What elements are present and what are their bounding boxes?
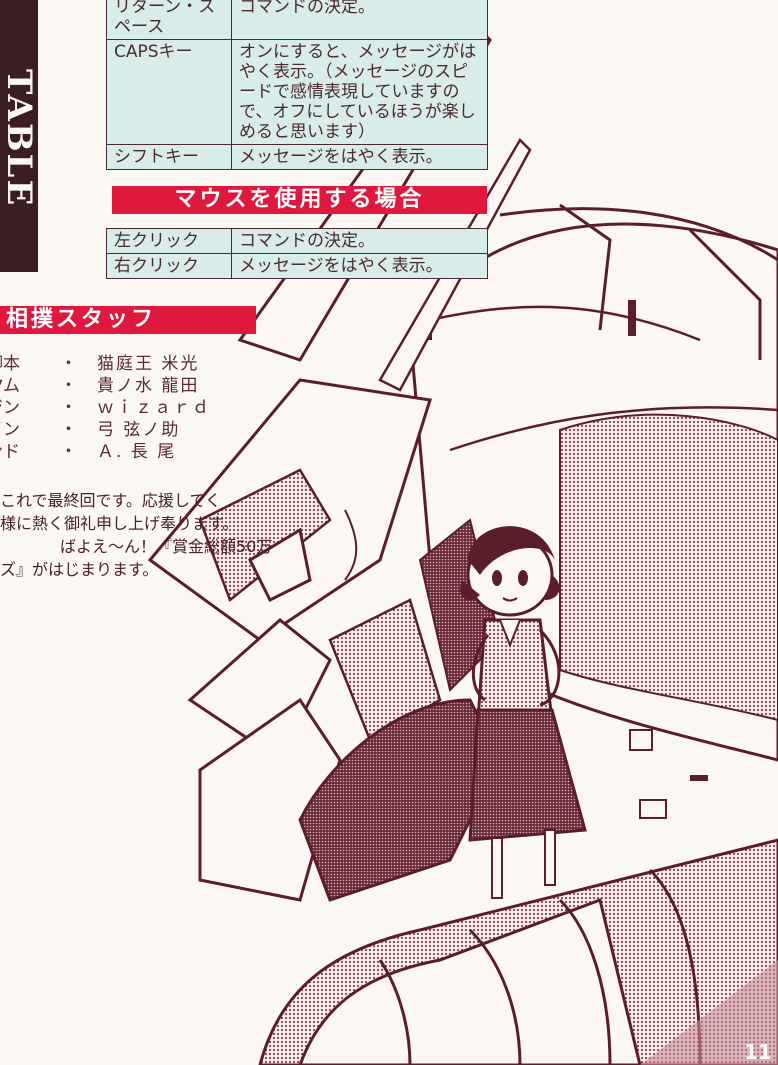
desc-cell: オンにすると、メッセージがはやく表示。（メッセージのスピードで感情表現しています… (231, 39, 488, 145)
staff-role: プログラミング・エンジン (0, 398, 20, 418)
staff-name: 弓 弦ノ助 (97, 420, 181, 440)
table-row: 右クリック メッセージをはやく表示。 (106, 253, 488, 279)
staff-role: グラフィックム (0, 376, 20, 396)
girl-figure (460, 526, 587, 899)
message-line: 様に熱く御礼申し上げ奉ります。 (0, 514, 239, 533)
staff-section-banner: 相撲スタッフ (0, 306, 256, 334)
separator-dot: ・ (60, 398, 77, 418)
key-cell: 左クリック (106, 228, 232, 254)
desc-cell: メッセージをはやく表示。 (231, 253, 488, 279)
key-cell: シフトキー (106, 144, 232, 170)
table-row: リターン・スペース コマンドの決定。 (106, 0, 488, 40)
message-line: これで最終回です。応援してく (0, 491, 221, 510)
message-line: ズ』がはじまります。 (0, 560, 159, 579)
staff-role: サウンド (0, 442, 20, 462)
staff-name: 猫庭王 米光 (97, 354, 200, 374)
side-title-bar: TABLE (0, 0, 39, 272)
separator-dot: ・ (60, 442, 77, 462)
staff-role: デザイン (0, 420, 20, 440)
desc-cell: コマンドの決定。 (231, 228, 488, 254)
separator-dot: ・ (60, 354, 77, 374)
message-line: ばよえ～ん！『賞金総額50万 (60, 537, 273, 556)
table-row: CAPSキー オンにすると、メッセージがはやく表示。（メッセージのスピードで感情… (106, 39, 488, 145)
key-cell: 右クリック (106, 253, 232, 279)
staff-role: 脚本 (0, 354, 20, 374)
closing-message: これで最終回です。応援してく 様に熱く御礼申し上げ奉ります。 ばよえ～ん！『賞金… (0, 489, 272, 581)
separator-dot: ・ (60, 420, 77, 440)
staff-name: ｗｉｚａｒｄ (97, 398, 211, 418)
staff-name: 貴ノ水 龍田 (97, 376, 200, 396)
key-cell: CAPSキー (106, 39, 232, 145)
key-cell: リターン・スペース (106, 0, 232, 40)
mouse-controls-table: 左クリック コマンドの決定。 右クリック メッセージをはやく表示。 (106, 228, 488, 279)
desc-cell: コマンドの決定。 (231, 0, 488, 40)
staff-name: Ａ. 長 尾 (97, 442, 177, 462)
mouse-section-banner: マウスを使用する場合 (112, 186, 487, 214)
table-row: 左クリック コマンドの決定。 (106, 228, 488, 254)
table-row: シフトキー メッセージをはやく表示。 (106, 144, 488, 170)
keyboard-controls-table: リターン・スペース コマンドの決定。 CAPSキー オンにすると、メッセージがは… (106, 0, 488, 170)
side-title: TABLE (0, 68, 39, 208)
page-number: 11 (744, 1040, 772, 1064)
separator-dot: ・ (60, 376, 77, 396)
desc-cell: メッセージをはやく表示。 (231, 144, 488, 170)
